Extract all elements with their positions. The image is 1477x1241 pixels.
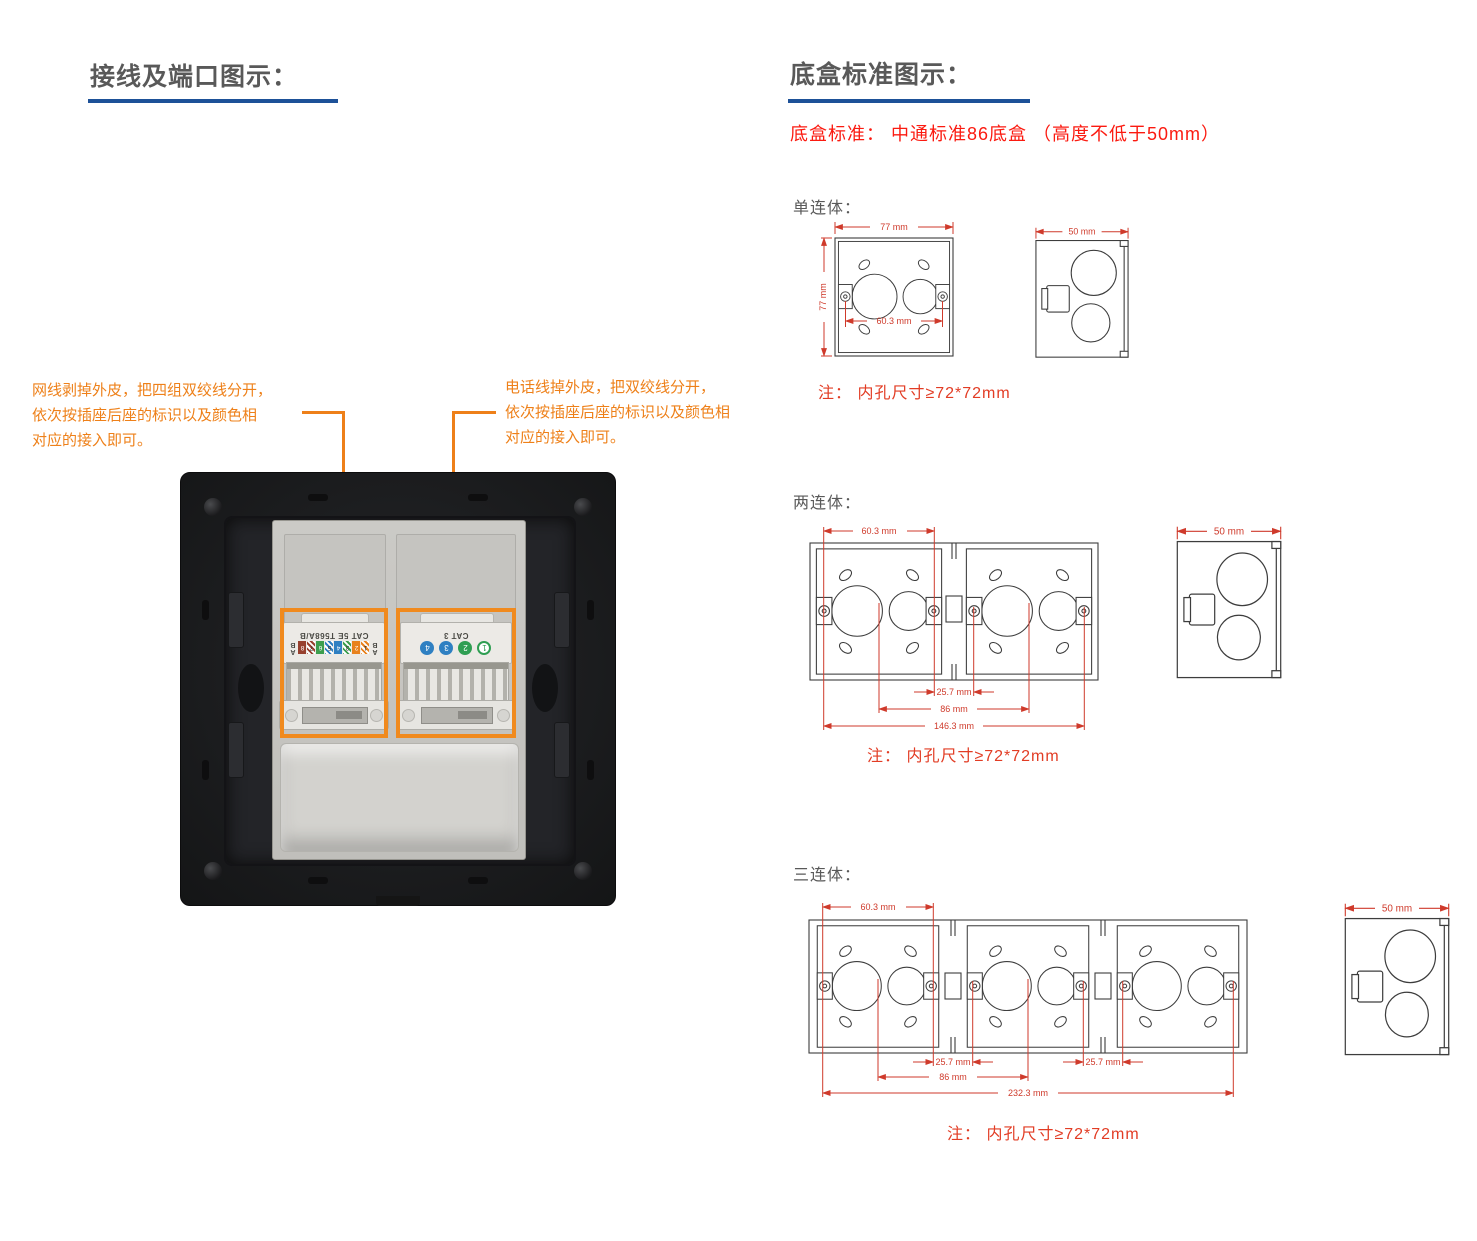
bracket-pin bbox=[402, 709, 415, 722]
corner-screw-hole bbox=[204, 498, 222, 516]
width-dim: 77 mm bbox=[880, 222, 908, 232]
jack-bracket bbox=[396, 700, 516, 730]
hole-spacing-dim: 60.3 mm bbox=[860, 902, 895, 912]
plate-slot bbox=[202, 600, 209, 620]
plate-slot bbox=[468, 877, 488, 884]
frame-clip bbox=[554, 592, 570, 648]
phone-callout-connector-h bbox=[452, 411, 496, 414]
module-lower-panel bbox=[280, 743, 519, 852]
double-unit-note: 注： 内孔尺寸≥72*72mm bbox=[867, 748, 1060, 765]
frame-clip bbox=[554, 722, 570, 778]
network-jack-highlight-box bbox=[280, 608, 388, 738]
frame-clip bbox=[228, 722, 244, 778]
plate-slot bbox=[587, 600, 594, 620]
corner-screw-hole bbox=[574, 498, 592, 516]
bracket-pin bbox=[370, 709, 383, 722]
callout-line-1: 网线剥掉外皮，把四组双绞线分开， bbox=[32, 382, 273, 399]
bracket-slot bbox=[420, 707, 494, 724]
plate-slot bbox=[202, 760, 209, 780]
overall-width-dim: 146.3 mm bbox=[934, 721, 974, 731]
box-standard-heading-underline bbox=[788, 99, 1030, 103]
punch-down-contacts bbox=[286, 662, 382, 702]
hole-spacing-dim: 60.3 mm bbox=[876, 316, 911, 326]
plate-slot bbox=[587, 760, 594, 780]
single-unit-front-drawing: 50 mm 77 mm 77 mm bbox=[818, 222, 954, 357]
bracket-pin bbox=[285, 709, 298, 722]
phone-wiring-callout: 电话线掉外皮，把双绞线分开， 依次按插座后座的标识以及颜色相 对应的接入即可。 bbox=[505, 375, 755, 450]
callout-line-2: 依次按插座后座的标识以及颜色相 bbox=[505, 404, 731, 421]
plate-bottom-tab bbox=[376, 896, 420, 906]
single-unit-note: 注： 内孔尺寸≥72*72mm bbox=[818, 385, 1011, 402]
jack-label-area: 1 2 3 4 CAT 3 bbox=[400, 622, 512, 664]
plate-slot bbox=[308, 494, 328, 501]
junction-dim: 25.7 mm bbox=[936, 687, 971, 697]
bracket-pin bbox=[497, 709, 510, 722]
junction-dim-1: 25.7 mm bbox=[935, 1057, 970, 1067]
corner-screw-hole bbox=[574, 862, 592, 880]
center-spacing-dim: 86 mm bbox=[939, 1072, 967, 1082]
hole-spacing-dim: 60.3 mm bbox=[861, 526, 896, 536]
triple-unit-front-drawing: 60.3 mm 25.7 mm 25.7 mm 86 mm 232.3 mm bbox=[808, 902, 1248, 1098]
phone-jack-highlight-box bbox=[396, 608, 516, 738]
single-unit-side-drawing bbox=[1033, 222, 1131, 361]
callout-line-3: 对应的接入即可。 bbox=[32, 432, 153, 449]
plate-slot bbox=[468, 494, 488, 501]
single-unit-label: 单连体： bbox=[793, 200, 862, 217]
corner-screw-hole bbox=[204, 862, 222, 880]
jack-bracket bbox=[279, 700, 389, 730]
network-wiring-callout: 网线剥掉外皮，把四组双绞线分开， 依次按插座后座的标识以及颜色相 对应的接入即可… bbox=[32, 378, 282, 453]
double-unit-front-drawing: 60.3 mm 25.7 mm 86 mm 146.3 mm bbox=[809, 526, 1099, 731]
callout-line-3: 对应的接入即可。 bbox=[505, 429, 626, 446]
box-standard-spec: 底盒标准： 中通标准86底盒 （高度不低于50mm） bbox=[790, 124, 1221, 144]
frame-oval-cutout bbox=[238, 664, 264, 712]
triple-unit-label: 三连体： bbox=[793, 867, 862, 884]
double-unit-side-drawing bbox=[1174, 521, 1284, 681]
center-spacing-dim: 86 mm bbox=[940, 704, 968, 714]
network-callout-connector-h bbox=[302, 411, 345, 414]
triple-unit-note: 注： 内孔尺寸≥72*72mm bbox=[947, 1126, 1140, 1143]
frame-clip bbox=[228, 592, 244, 648]
keystone-jack-cat3: 1 2 3 4 CAT 3 bbox=[396, 613, 516, 733]
triple-unit-side-drawing bbox=[1342, 898, 1452, 1058]
callout-line-1: 电话线掉外皮，把双绞线分开， bbox=[505, 379, 716, 396]
callout-line-2: 依次按插座后座的标识以及颜色相 bbox=[32, 407, 258, 424]
height-dim: 77 mm bbox=[818, 283, 828, 311]
bracket-slot bbox=[301, 707, 369, 724]
overall-width-dim: 232.3 mm bbox=[1008, 1088, 1048, 1098]
plate-slot bbox=[308, 877, 328, 884]
wiring-heading-underline bbox=[88, 99, 338, 103]
wiring-section-heading: 接线及端口图示： bbox=[90, 63, 299, 91]
box-standard-heading: 底盒标准图示： bbox=[790, 61, 973, 89]
punch-down-contacts bbox=[403, 662, 509, 702]
junction-dim-2: 25.7 mm bbox=[1085, 1057, 1120, 1067]
double-unit-label: 两连体： bbox=[793, 495, 862, 512]
frame-oval-cutout bbox=[532, 664, 558, 712]
